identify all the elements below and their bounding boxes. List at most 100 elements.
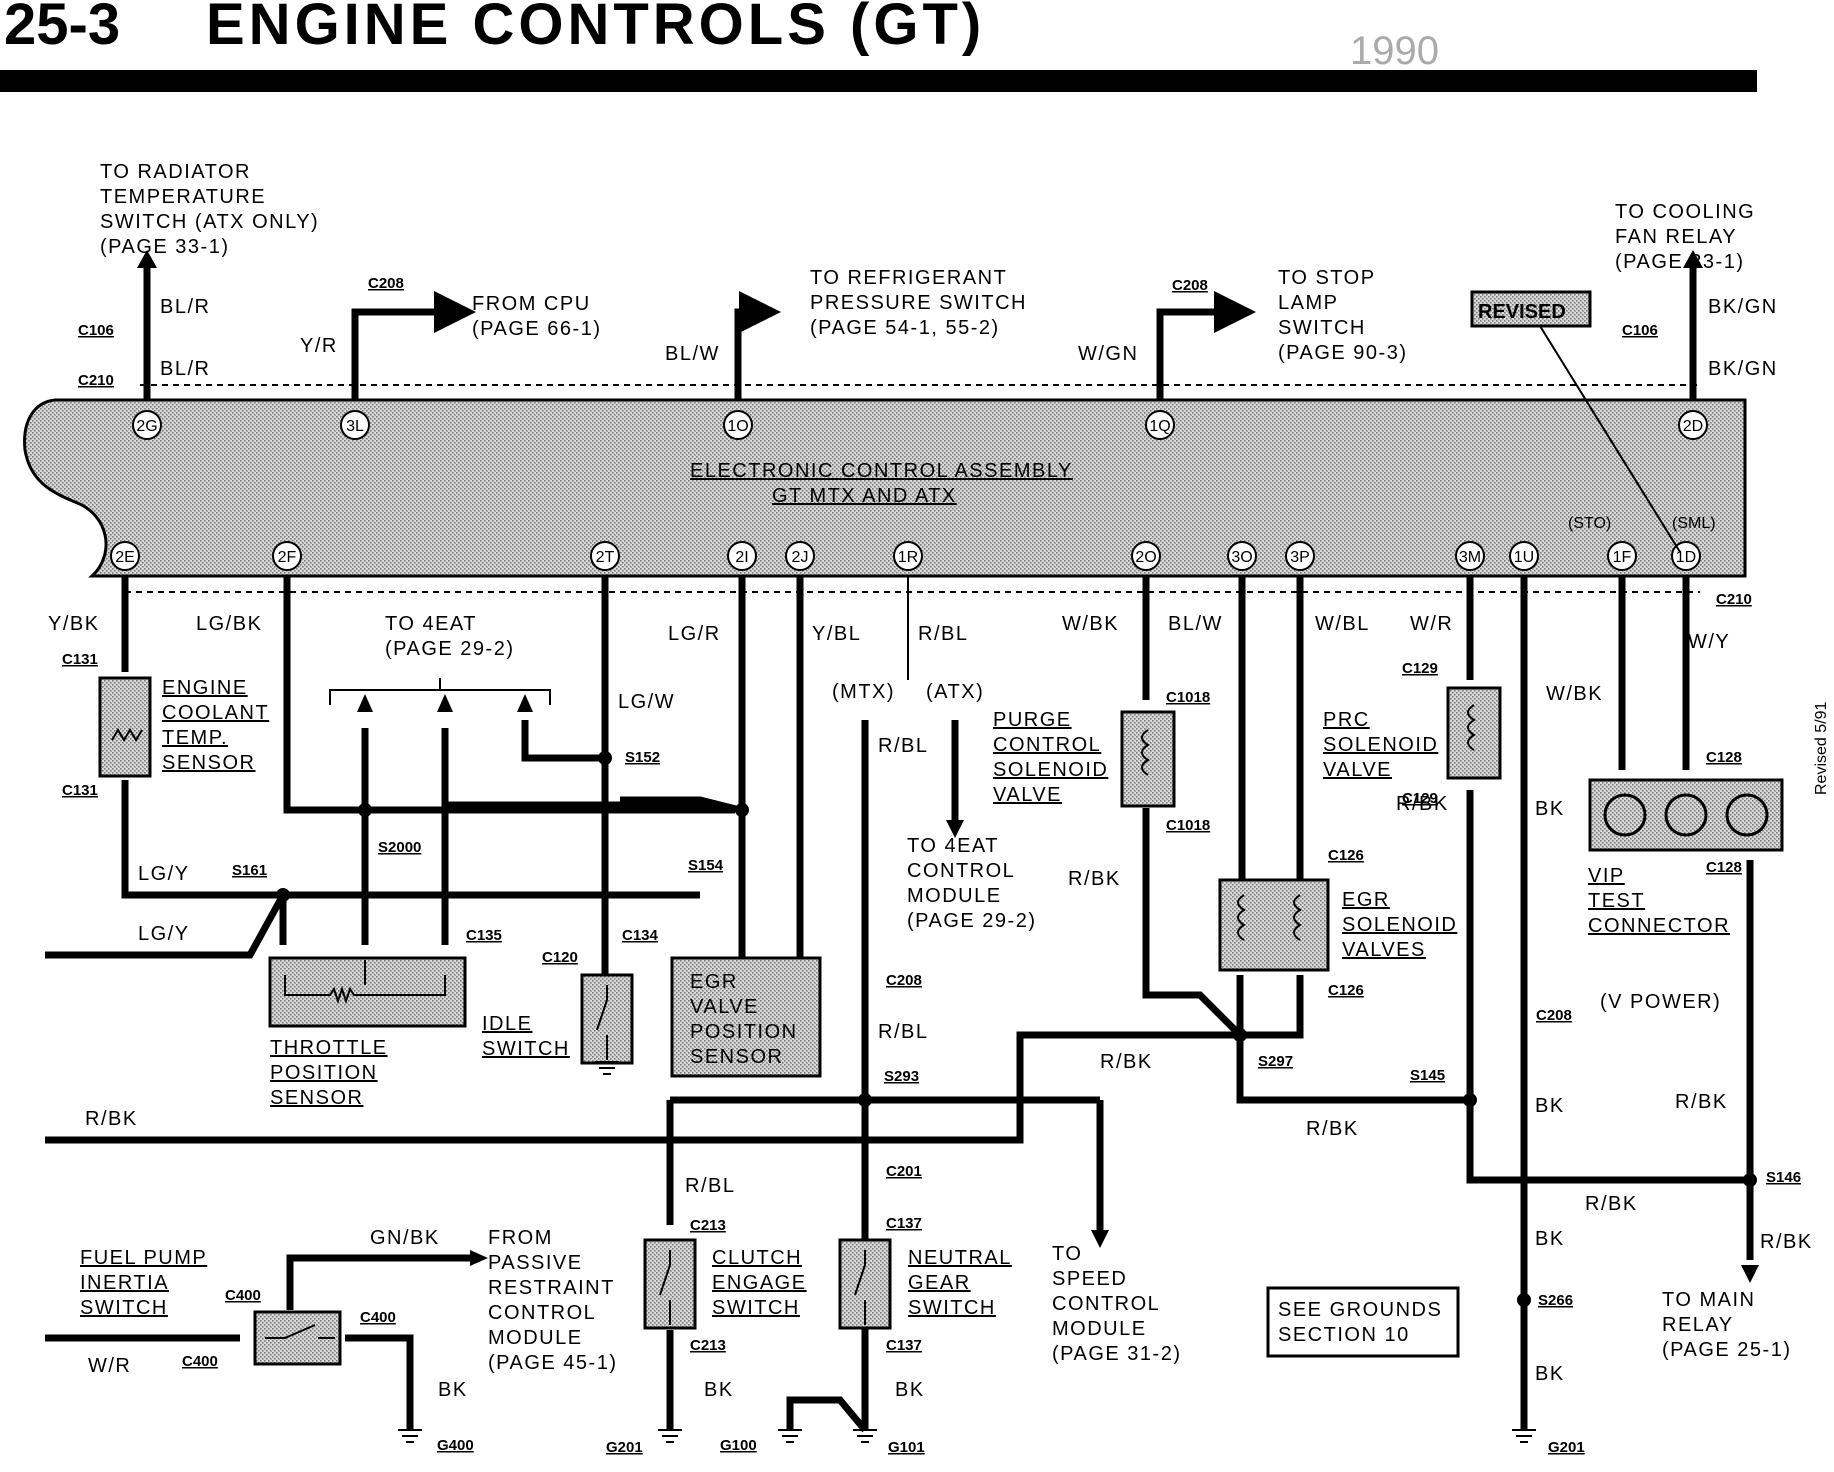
component-tps xyxy=(268,956,467,1028)
conn-c106-left: C106 xyxy=(78,322,114,339)
splice-8: S266 xyxy=(1538,1292,1573,1309)
dest-mtx: (MTX) xyxy=(832,681,895,703)
connector-12: C129 xyxy=(1402,790,1438,807)
ecu-pin-bottom-3-circle xyxy=(727,541,757,571)
component-fuel-pump-switch xyxy=(253,1310,342,1366)
wire-color-0: Y/BK xyxy=(48,613,100,635)
splice-3: S161 xyxy=(232,862,267,879)
wire-color-3: LG/R xyxy=(668,623,721,645)
wire-color-17: R/BK xyxy=(1585,1193,1638,1215)
ecu-pin-top-2-circle xyxy=(723,410,753,440)
wire-color-4: Y/BL xyxy=(812,623,861,645)
ecu-pin-bottom-4: 2J xyxy=(792,549,809,566)
component-egr-vps xyxy=(670,956,822,1078)
splice-dot-8 xyxy=(1517,1293,1531,1307)
component-idle-switch xyxy=(580,973,634,1065)
wire-color-5: R/BL xyxy=(918,623,968,645)
ground-1: G201 xyxy=(606,1439,643,1456)
connector-19: C213 xyxy=(690,1337,726,1354)
connector-13: C128 xyxy=(1706,749,1742,766)
connector-17: C201 xyxy=(886,1163,922,1180)
ecu-pin-bottom-9-circle xyxy=(1455,541,1485,571)
ecu-pin-bottom-4-circle xyxy=(785,541,815,571)
wire-color-18: R/BK xyxy=(1675,1091,1728,1113)
ecu-pin-bottom-6: 2O xyxy=(1135,549,1156,566)
arrowheads xyxy=(357,694,1759,1283)
ecu-pin-top-0: 2G xyxy=(136,418,157,435)
ecu-title: ELECTRONIC CONTROL ASSEMBLY xyxy=(690,460,1073,482)
wire-color-8: W/BL xyxy=(1315,613,1370,635)
connector-7: C1018 xyxy=(1166,817,1210,834)
ground-2: G100 xyxy=(720,1437,757,1454)
dest-atx: (ATX) xyxy=(926,681,984,703)
ecu-pin-bottom-1: 2F xyxy=(278,549,297,566)
connector-24: C400 xyxy=(182,1353,218,1370)
wire-color-1: LG/BK xyxy=(196,613,262,635)
ecu-pin-bottom-1-circle xyxy=(272,541,302,571)
connector-2: C131 xyxy=(62,782,98,799)
wire-color-15: R/BK xyxy=(1100,1051,1153,1073)
splice-dot-1 xyxy=(598,751,612,765)
ecu-pin-bottom-9: 3M xyxy=(1459,549,1481,566)
wire-color-10: W/BK xyxy=(1546,683,1603,705)
connector-3: C135 xyxy=(466,927,502,944)
connector-1: C131 xyxy=(62,651,98,668)
component-neutral-switch xyxy=(838,1238,892,1330)
connector-22: C400 xyxy=(225,1287,261,1304)
revised-leader xyxy=(1539,325,1681,553)
ecu-pin-bottom-8: 3P xyxy=(1290,549,1310,566)
wire-color-2: LG/W xyxy=(618,691,675,713)
wire-color-27: BK xyxy=(704,1379,734,1401)
ecu-pin-bottom-12: 1D xyxy=(1676,549,1696,566)
ecu-pin-top-3-circle xyxy=(1145,410,1175,440)
page-number: 25-3 xyxy=(4,0,120,57)
wire-color-16: R/BK xyxy=(1306,1118,1359,1140)
connector-9: C126 xyxy=(1328,982,1364,999)
revision-note: Revised 5/91 xyxy=(1813,702,1830,795)
splice-dot-7 xyxy=(1743,1173,1757,1187)
wire-2d-lower: BK/GN xyxy=(1708,358,1778,380)
splice-6: S145 xyxy=(1410,1067,1445,1084)
ecu-pin-bottom-8-circle xyxy=(1285,541,1315,571)
header-rule xyxy=(0,70,1757,92)
component-purge-solenoid xyxy=(1120,710,1176,808)
wire-color-6: W/BK xyxy=(1062,613,1119,635)
ecu-pin-bottom-3: 2I xyxy=(735,549,748,566)
page-title: ENGINE CONTROLS (GT) xyxy=(206,0,985,57)
ecu-pin-top-4: 2D xyxy=(1683,418,1703,435)
wire-color-22: R/BL xyxy=(878,1021,928,1043)
ecu-pin-bottom-5-circle xyxy=(893,541,923,571)
wire-2g-lower: BL/R xyxy=(160,358,210,380)
wire-color-7: BL/W xyxy=(1168,613,1223,635)
wire-1q: W/GN xyxy=(1078,343,1138,365)
grounds-note-box xyxy=(1266,1286,1460,1358)
ecu-pin-bottom-10-circle xyxy=(1509,541,1539,571)
wire-color-12: LG/Y xyxy=(138,863,190,885)
conn-c106-right: C106 xyxy=(1622,322,1658,339)
ecu-sml: (SML) xyxy=(1672,515,1716,532)
wire-2g-upper: BL/R xyxy=(160,296,210,318)
wire-color-26: BK xyxy=(438,1379,468,1401)
splice-dot-6 xyxy=(1463,1093,1477,1107)
ecu-pin-top-1: 3L xyxy=(346,418,364,435)
conn-c210-top-left: C210 xyxy=(78,372,114,389)
ground-symbols xyxy=(398,1061,1536,1443)
wire-color-31: BK xyxy=(1535,1363,1565,1385)
wire-3l: Y/R xyxy=(300,335,338,357)
connector-21: C137 xyxy=(886,1337,922,1354)
dest-v-power: (V POWER) xyxy=(1600,991,1721,1013)
wire-color-11: W/Y xyxy=(1688,631,1730,653)
splice-dot-3 xyxy=(276,888,290,902)
